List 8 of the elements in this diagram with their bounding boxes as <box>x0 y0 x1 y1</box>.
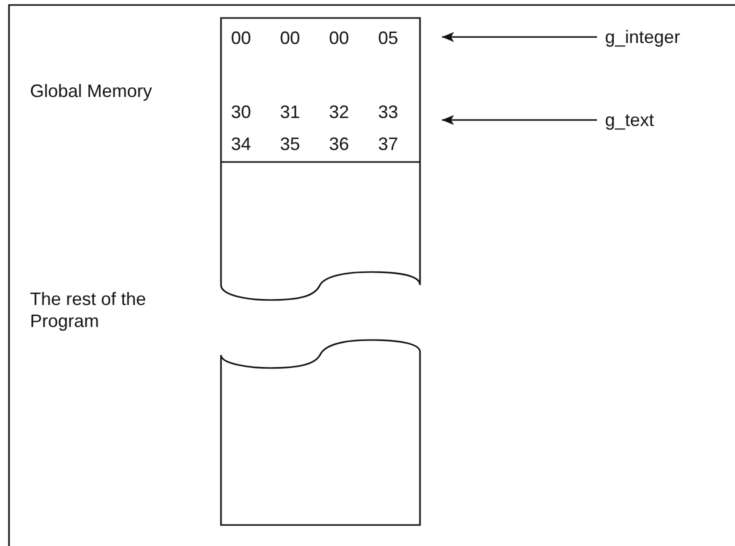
arrow <box>442 115 597 125</box>
variable-name: g_integer <box>605 26 680 49</box>
arrow <box>442 32 597 42</box>
variable-name: g_text <box>605 109 654 132</box>
byte-values: 00 00 00 05 <box>231 27 398 50</box>
byte-values: 30 31 32 33 34 35 36 37 <box>231 101 400 156</box>
region-label: Global Memory <box>30 80 154 102</box>
region-label: The rest of the Program <box>30 288 148 332</box>
